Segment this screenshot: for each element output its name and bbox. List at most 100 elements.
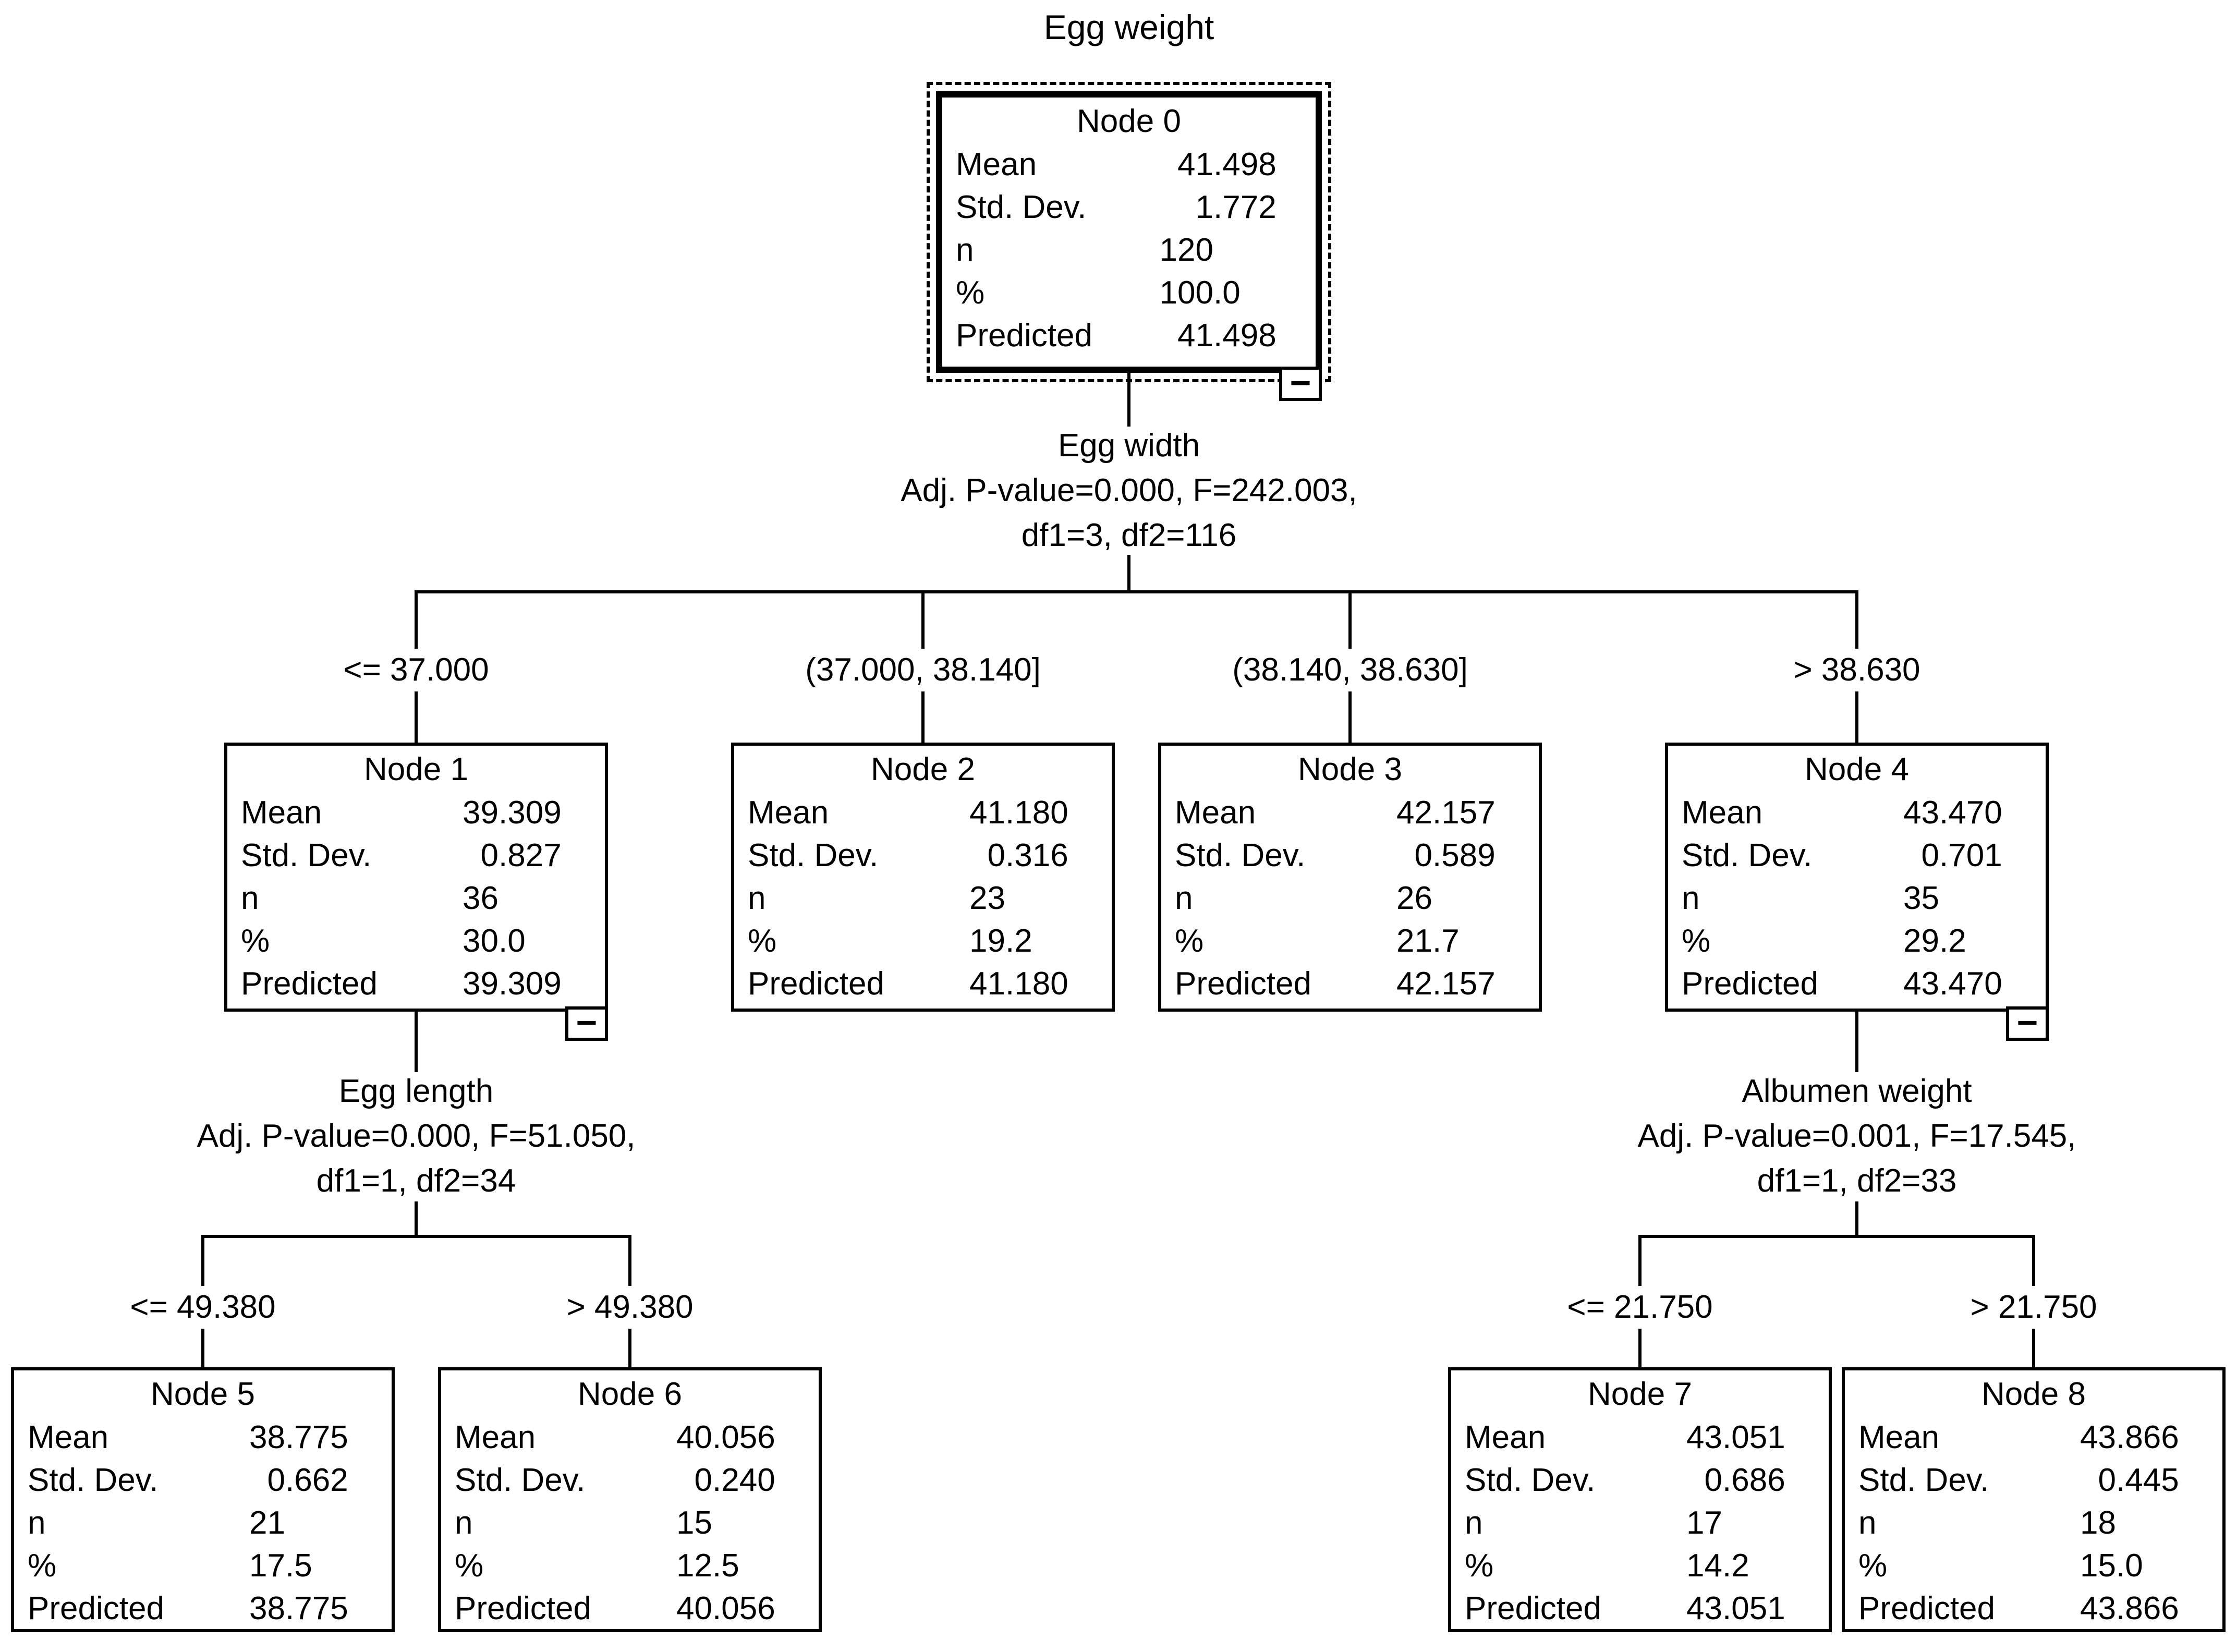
stat-value: 15 [676, 1505, 712, 1541]
stat-value: 38 [249, 1590, 285, 1626]
stat-label: Mean [1175, 795, 1256, 831]
stat-value: 1 [1195, 189, 1213, 225]
stat-value-frac: .445 [2116, 1462, 2179, 1498]
stat-label: Std. Dev. [1858, 1462, 1989, 1498]
stat-row: %19.2 [734, 920, 1112, 963]
stat-value-frac: .775 [285, 1419, 348, 1455]
stat-label: Predicted [28, 1590, 164, 1626]
collapse-button-node-0[interactable]: − [1279, 365, 1322, 401]
stat-value-frac: .0 [2116, 1548, 2143, 1584]
branch-label: > 21.750 [1962, 1286, 2106, 1329]
stat-value-frac: .0 [1213, 275, 1241, 311]
stat-row: Std. Dev.1.772 [942, 186, 1316, 229]
stat-value-frac: .180 [1005, 966, 1068, 1002]
branch-label: <= 49.380 [121, 1286, 284, 1329]
stat-label: % [956, 275, 985, 311]
stat-value: 0 [1704, 1462, 1722, 1498]
stat-label: Mean [241, 795, 322, 831]
stat-value: 23 [969, 880, 1005, 916]
branch-label: <= 37.000 [335, 649, 497, 691]
stat-label: n [455, 1505, 473, 1541]
stat-label: Predicted [956, 318, 1092, 354]
stat-value-frac: .2 [1939, 923, 1966, 959]
collapse-button-node-1[interactable]: − [565, 1004, 608, 1041]
stat-row: Std. Dev.0.662 [14, 1459, 392, 1502]
stat-label: Std. Dev. [455, 1462, 586, 1498]
split-variable: Egg length [338, 1073, 494, 1109]
stat-value-frac: .589 [1432, 837, 1496, 873]
stat-value-frac: .157 [1432, 966, 1496, 1002]
stat-value: 14 [1686, 1548, 1722, 1584]
connector-line [1855, 1201, 1858, 1238]
connector-line [416, 590, 1857, 593]
stat-label: Predicted [1465, 1590, 1601, 1626]
stat-value-frac: .772 [1213, 189, 1276, 225]
stat-row: n 18 [1845, 1502, 2222, 1545]
stat-label: % [241, 923, 270, 959]
stat-label: n [956, 232, 974, 268]
stat-value: 42 [1396, 795, 1432, 831]
stat-value: 41 [969, 795, 1005, 831]
node-title: Node 5 [151, 1376, 255, 1412]
stat-value: 0 [480, 837, 499, 873]
stat-value-frac: .470 [1939, 795, 2002, 831]
stat-value-frac: .180 [1005, 795, 1068, 831]
stat-row: %12.5 [441, 1545, 819, 1587]
stat-value: 42 [1396, 966, 1432, 1002]
stat-value-frac: .866 [2116, 1419, 2179, 1455]
stat-value: 18 [2080, 1505, 2116, 1541]
stat-value: 0 [987, 837, 1005, 873]
node-title: Node 3 [1298, 751, 1402, 787]
stat-value-frac: .056 [712, 1419, 775, 1455]
stat-label: % [455, 1548, 484, 1584]
split-variable: Albumen weight [1742, 1073, 1972, 1109]
stat-value: 0 [2098, 1462, 2116, 1498]
stat-value: 35 [1903, 880, 1939, 916]
split-stats: Adj. P-value=0.001, F=17.545, [1637, 1118, 2076, 1154]
connector-line [1127, 373, 1130, 427]
stat-value: 41 [1177, 147, 1213, 183]
stat-label: n [28, 1505, 46, 1541]
stat-label: Std. Dev. [241, 837, 372, 873]
stat-value: 15 [2080, 1548, 2116, 1584]
branch-label: > 38.630 [1785, 649, 1929, 691]
stat-value-frac: .056 [712, 1590, 775, 1626]
stat-label: Std. Dev. [748, 837, 879, 873]
stat-value: 40 [676, 1590, 712, 1626]
stat-label: n [1175, 880, 1193, 916]
stat-value-frac: .0 [499, 923, 526, 959]
stat-label: n [241, 880, 259, 916]
stat-value-frac: .2 [1005, 923, 1032, 959]
stat-value-frac: .309 [499, 795, 562, 831]
stat-row: n 26 [1161, 877, 1539, 920]
stat-value-frac: .7 [1432, 923, 1460, 959]
collapse-button-node-4[interactable]: − [2006, 1004, 2049, 1041]
stat-label: n [1858, 1505, 1877, 1541]
split-annotation-albumen-weight: Albumen weight Adj. P-value=0.001, F=17.… [1335, 1069, 2237, 1204]
node-title: Node 4 [1805, 751, 1909, 787]
stat-row: %29.2 [1668, 920, 2046, 963]
tree-title: Egg weight [1043, 8, 1214, 46]
split-stats: Adj. P-value=0.000, F=51.050, [197, 1118, 636, 1154]
stat-value: 26 [1396, 880, 1432, 916]
node-title: Node 0 [1077, 103, 1181, 139]
minus-icon: − [576, 1002, 598, 1043]
